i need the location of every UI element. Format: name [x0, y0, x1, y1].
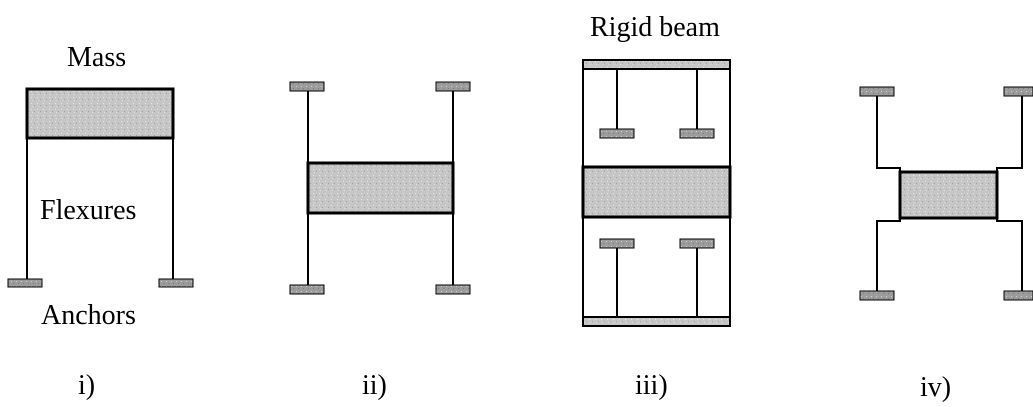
label-anchors: Anchors — [41, 300, 136, 331]
anchor-lower-left — [599, 238, 635, 249]
panel-i — [7, 87, 194, 288]
proof-mass — [581, 165, 732, 219]
anchor-bottom-right — [1003, 290, 1033, 301]
anchor-top-left — [289, 81, 325, 92]
rigid-beam-bottom — [582, 316, 731, 327]
panel-iii — [581, 59, 732, 327]
flexure-bottom-left — [876, 215, 901, 293]
flexure-bottom-right — [996, 215, 1023, 293]
flexure-top-left — [876, 94, 901, 175]
proof-mass — [306, 161, 455, 215]
anchor-bottom-left — [289, 284, 325, 295]
anchor-bottom-right — [435, 284, 471, 295]
caption-panel-iv: iv) — [920, 372, 952, 403]
anchor-left — [7, 278, 43, 288]
anchor-top-left — [859, 86, 895, 97]
caption-panel-ii: ii) — [362, 370, 387, 401]
label-flexures: Flexures — [40, 195, 137, 226]
anchor-upper-left — [599, 128, 635, 139]
proof-mass — [898, 170, 999, 220]
caption-panel-i: i) — [78, 370, 96, 401]
label-rigid-beam: Rigid beam — [590, 12, 720, 43]
panel-iv — [859, 86, 1033, 301]
panel-ii — [289, 81, 471, 295]
anchor-bottom-left — [859, 290, 895, 301]
caption-panel-iii: iii) — [635, 370, 668, 401]
anchor-lower-right — [679, 238, 715, 249]
flexure-top-right — [996, 94, 1023, 175]
anchor-right — [158, 278, 194, 288]
anchor-top-right — [1003, 86, 1033, 97]
label-mass: Mass — [67, 42, 127, 73]
rigid-beam-top — [582, 59, 731, 70]
anchor-upper-right — [679, 128, 715, 139]
anchor-top-right — [435, 81, 471, 92]
proof-mass — [25, 87, 175, 140]
